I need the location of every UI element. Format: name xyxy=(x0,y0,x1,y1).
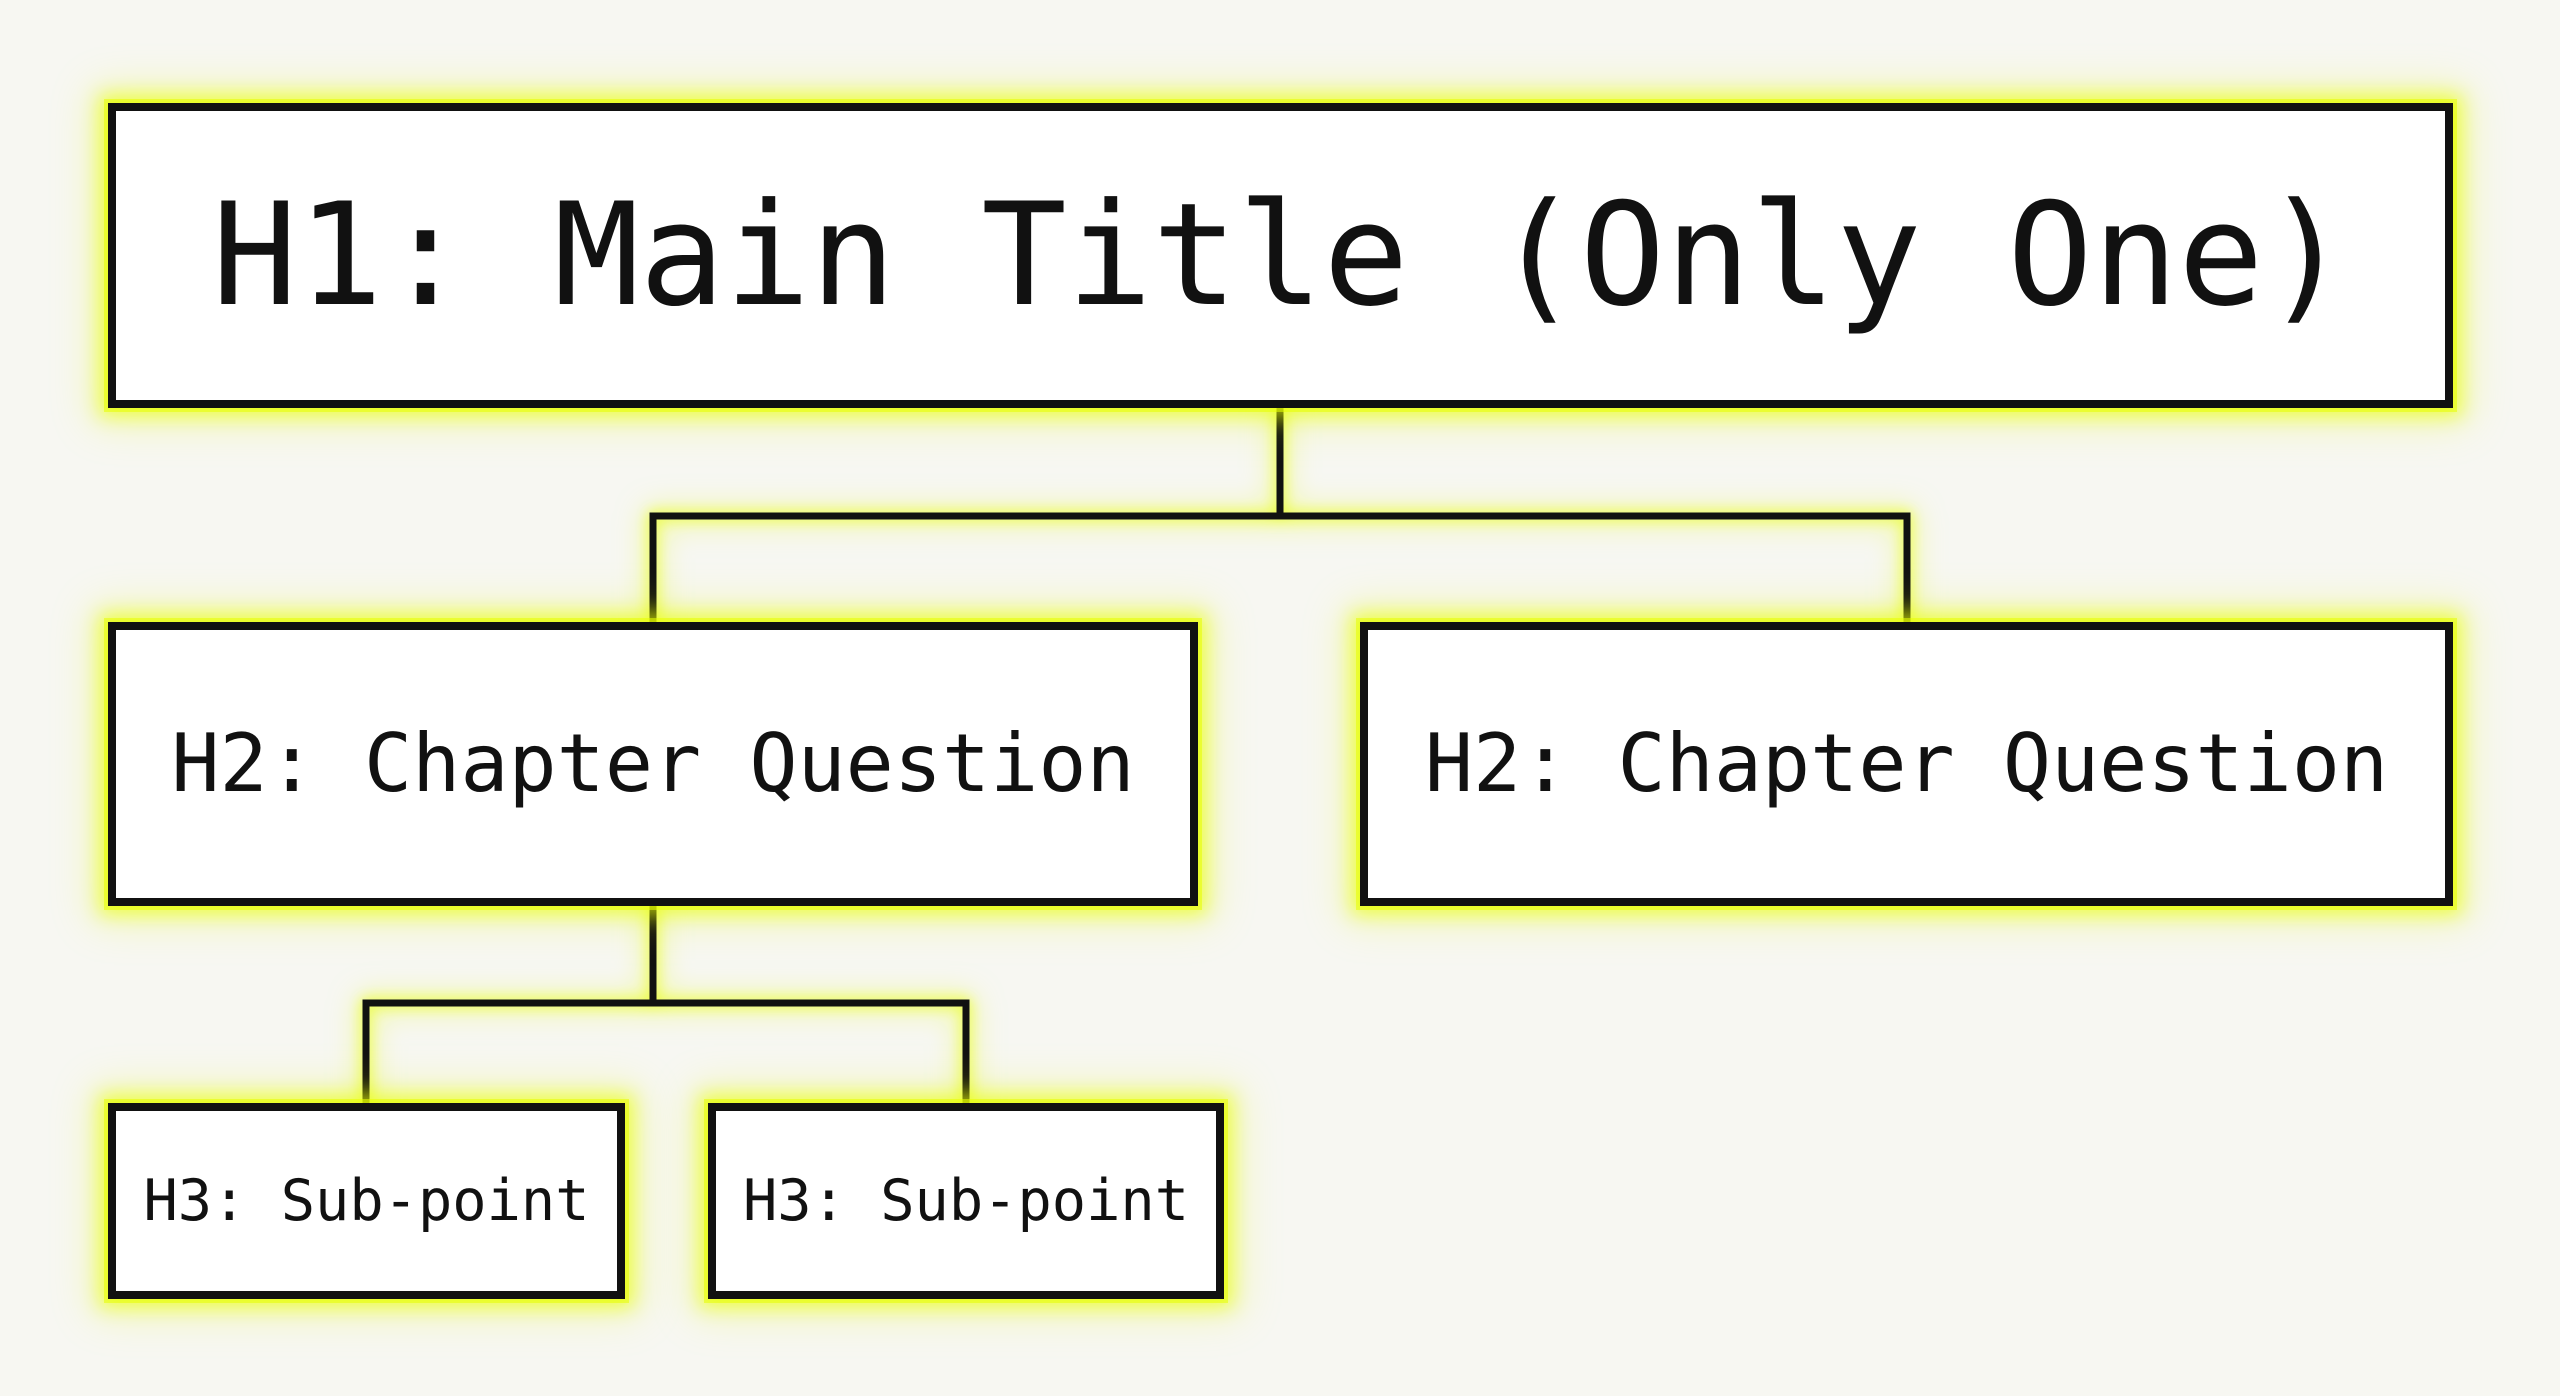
h2-chapter-question-box-left: H2: Chapter Question xyxy=(108,622,1198,906)
h2-chapter-question-label: H2: Chapter Question xyxy=(171,717,1135,810)
h2-to-h3-connector xyxy=(362,902,970,1107)
h3-sub-point-box-right: H3: Sub-point xyxy=(708,1103,1224,1299)
h2-chapter-question-box-right: H2: Chapter Question xyxy=(1360,622,2453,906)
h3-sub-point-label: H3: Sub-point xyxy=(143,1167,590,1234)
h1-main-title-label: H1: Main Title (Only One) xyxy=(211,172,2350,338)
h3-sub-point-label: H3: Sub-point xyxy=(742,1167,1190,1234)
h2-chapter-question-label: H2: Chapter Question xyxy=(1424,717,2389,810)
h1-to-h2-connector xyxy=(649,404,1911,626)
h3-sub-point-box-left: H3: Sub-point xyxy=(108,1103,625,1299)
h1-main-title-box: H1: Main Title (Only One) xyxy=(108,103,2453,408)
